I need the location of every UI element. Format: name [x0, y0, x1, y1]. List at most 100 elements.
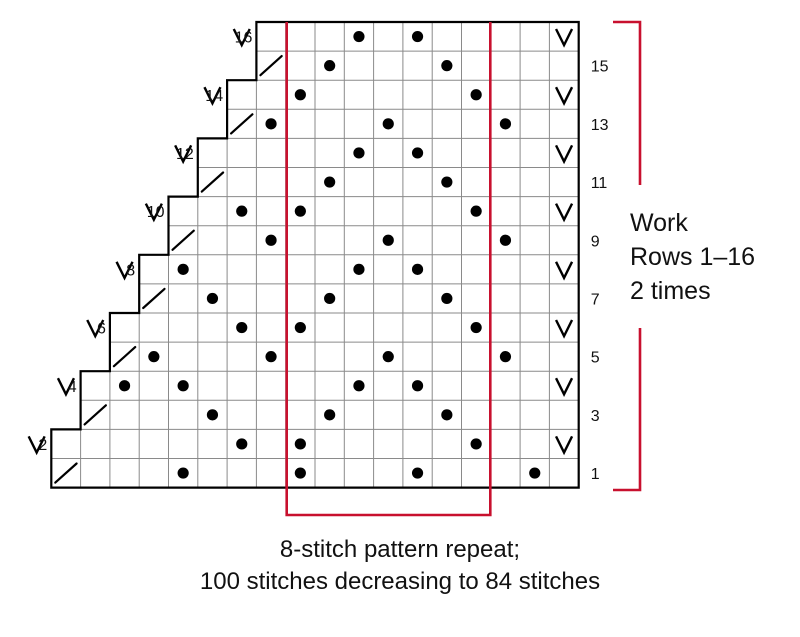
purl-dot-icon	[324, 60, 336, 72]
slip-stitch-v-icon	[554, 144, 574, 165]
purl-dot-icon	[265, 351, 277, 363]
caption-repeat-line: 8-stitch pattern repeat;	[279, 536, 521, 563]
purl-dot-icon	[441, 60, 453, 72]
purl-dot-icon	[470, 205, 482, 217]
row-label-right: 5	[591, 350, 600, 367]
slip-stitch-v-icon	[27, 435, 46, 456]
row-label-left: 8	[126, 262, 135, 279]
row-label-right: 1	[591, 466, 600, 483]
purl-dot-icon	[441, 176, 453, 188]
purl-dot-icon	[411, 467, 424, 479]
purl-dot-icon	[353, 263, 365, 275]
slip-stitch-v-icon	[554, 377, 574, 397]
stitch-symbols	[27, 28, 574, 484]
purl-dot-icon	[411, 147, 424, 159]
purl-dot-icon	[265, 118, 277, 130]
row-label-left: 12	[176, 146, 194, 163]
purl-dot-icon	[382, 234, 394, 246]
purl-dot-icon	[324, 409, 336, 421]
purl-dot-icon	[206, 409, 219, 421]
purl-dot-icon	[499, 118, 512, 130]
work-note-line-2: Rows 1–16	[630, 243, 756, 271]
purl-dot-icon	[470, 438, 482, 450]
purl-dot-icon	[236, 321, 248, 334]
bracket-bottom	[613, 328, 642, 492]
purl-dot-icon	[294, 321, 306, 334]
purl-dot-icon	[353, 30, 365, 43]
decrease-slash-icon	[230, 113, 254, 135]
decrease-slash-icon	[259, 54, 283, 77]
purl-dot-icon	[470, 321, 482, 334]
purl-dot-icon	[382, 118, 394, 130]
decrease-slash-icon	[171, 229, 195, 251]
row-label-left: 2	[38, 437, 47, 454]
row-label-right: 11	[591, 175, 608, 192]
row-label-right: 13	[591, 117, 609, 134]
chart-outline	[50, 20, 580, 489]
purl-dot-icon	[236, 205, 248, 217]
row-label-left: 10	[147, 204, 165, 221]
purl-dot-icon	[177, 263, 189, 275]
purl-dot-icon	[265, 234, 277, 246]
decrease-slash-icon	[54, 462, 78, 484]
slip-stitch-v-icon	[86, 319, 105, 339]
purl-dot-icon	[294, 205, 306, 217]
purl-dot-icon	[441, 292, 453, 305]
slip-stitch-v-icon	[174, 144, 193, 165]
decrease-slash-icon	[112, 346, 137, 368]
purl-dot-icon	[441, 409, 453, 421]
pattern-repeat-box	[285, 22, 492, 517]
chart-grid	[51, 22, 579, 488]
purl-dot-icon	[499, 234, 512, 246]
slip-stitch-v-icon	[144, 203, 163, 223]
purl-dot-icon	[236, 438, 248, 450]
pattern-repeat-outline	[285, 22, 492, 517]
purl-dot-icon	[411, 380, 424, 392]
slip-stitch-v-icon	[554, 435, 574, 456]
purl-dot-icon	[529, 467, 541, 479]
row-label-right: 15	[591, 59, 609, 76]
purl-dot-icon	[148, 351, 160, 363]
purl-dot-icon	[411, 30, 424, 43]
purl-dot-icon	[382, 351, 394, 363]
slip-stitch-v-icon	[115, 261, 134, 281]
slip-stitch-v-icon	[56, 377, 76, 397]
purl-dot-icon	[177, 380, 189, 392]
rows-bracket	[613, 20, 642, 492]
decrease-slash-icon	[83, 404, 108, 426]
slip-stitch-v-icon	[554, 319, 574, 339]
purl-dot-icon	[118, 380, 131, 392]
decrease-slash-icon	[200, 171, 225, 193]
purl-dot-icon	[353, 147, 365, 159]
chart-outline-path	[50, 20, 580, 489]
purl-dot-icon	[324, 292, 336, 305]
slip-stitch-v-icon	[232, 28, 251, 48]
work-note-line-3: 2 times	[630, 277, 711, 305]
row-label-right: 7	[591, 291, 600, 308]
purl-dot-icon	[206, 292, 219, 305]
purl-dot-icon	[470, 89, 482, 101]
purl-dot-icon	[324, 176, 336, 188]
slip-stitch-v-icon	[554, 261, 574, 281]
purl-dot-icon	[294, 467, 306, 479]
row-label-left: 6	[97, 321, 106, 338]
purl-dot-icon	[411, 263, 424, 275]
bracket-top	[613, 20, 642, 185]
slip-stitch-v-icon	[203, 86, 222, 106]
slip-stitch-v-icon	[554, 86, 574, 106]
slip-stitch-v-icon	[554, 28, 574, 48]
row-label-right: 9	[591, 233, 600, 250]
slip-stitch-v-icon	[554, 203, 574, 223]
work-rows-note: Work Rows 1–16 2 times	[630, 206, 790, 308]
caption-stitch-count-line: 100 stitches decreasing to 84 stitches	[199, 568, 601, 595]
purl-dot-icon	[294, 89, 306, 101]
purl-dot-icon	[294, 438, 306, 450]
decrease-slash-icon	[142, 287, 166, 310]
purl-dot-icon	[353, 380, 365, 392]
purl-dot-icon	[499, 351, 512, 363]
work-note-line-1: Work	[630, 209, 688, 237]
row-label-left: 4	[68, 379, 77, 396]
row-label-left: 16	[235, 30, 253, 47]
